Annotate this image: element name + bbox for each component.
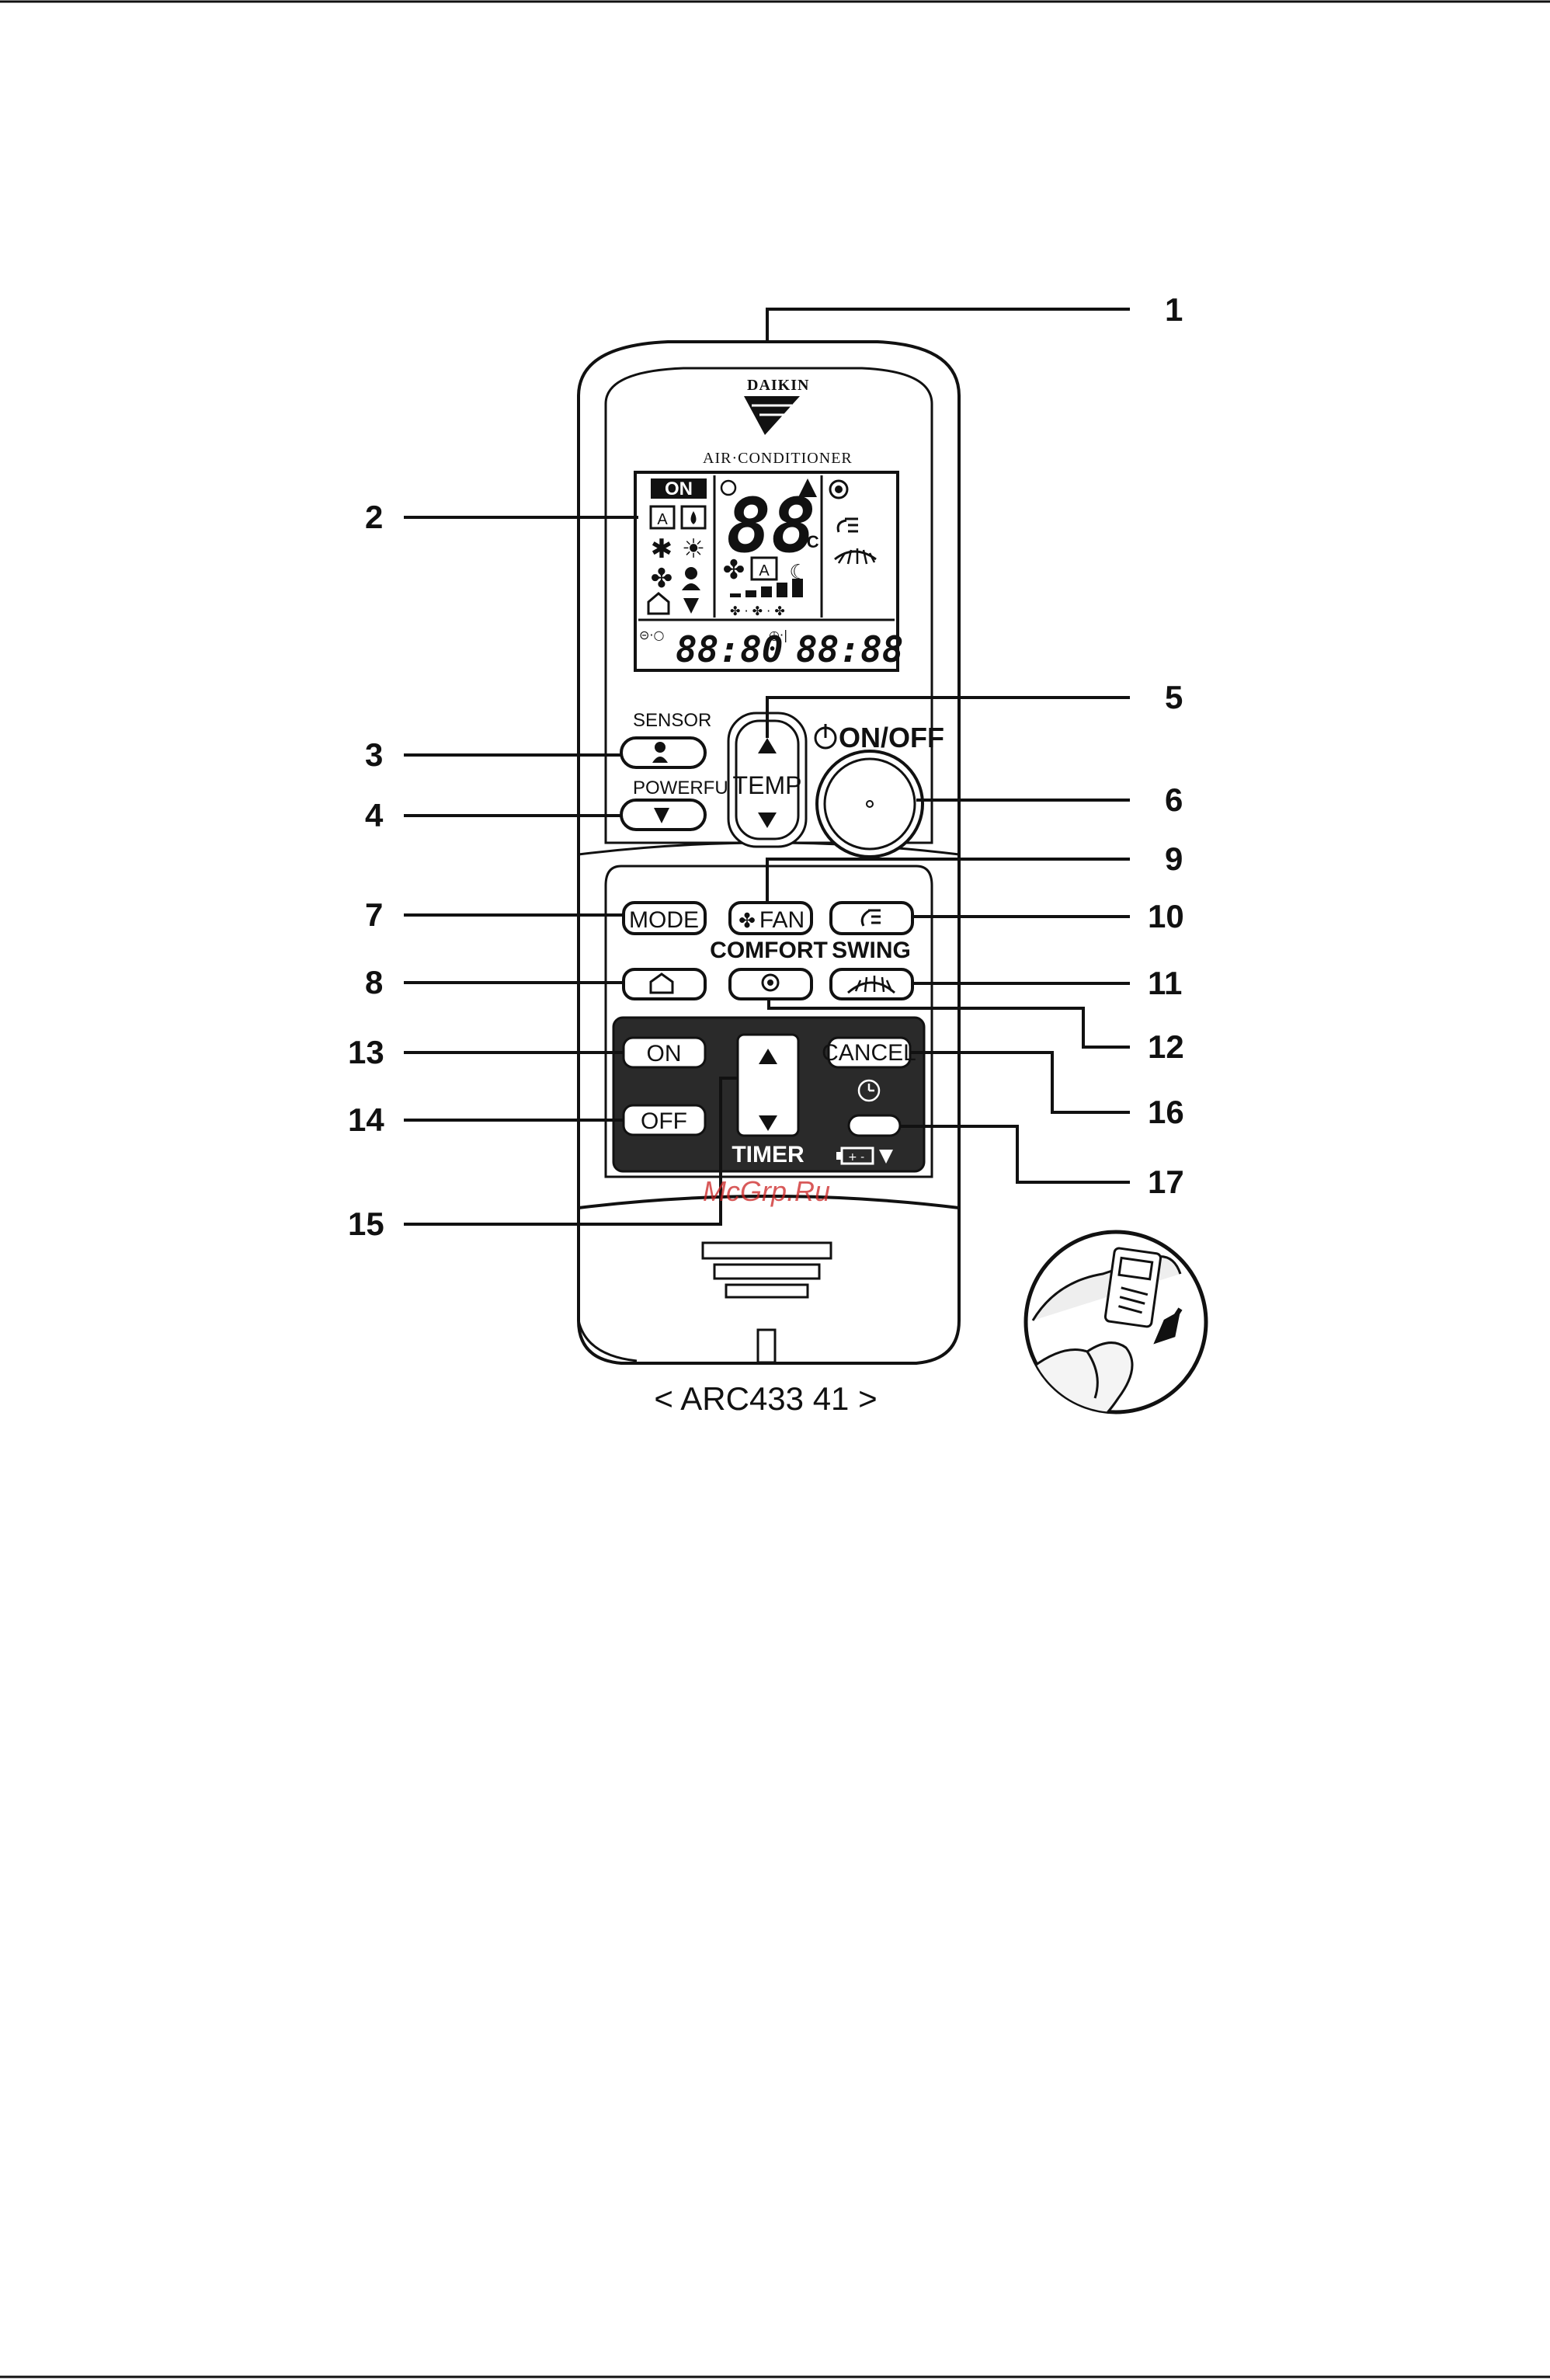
powerful-button[interactable] — [621, 800, 705, 830]
model-label: < ARC433 41 > — [654, 1380, 877, 1417]
lcd-on-text: ON — [665, 478, 693, 499]
cancel-button[interactable]: CANCEL — [822, 1038, 916, 1067]
callout-15: 15 — [348, 1206, 384, 1242]
sensor-label: SENSOR — [633, 710, 711, 731]
callout-11: 11 — [1148, 965, 1182, 1001]
sensor-icon — [655, 742, 666, 753]
fan-level-icons: ✤ · ✤ · ✤ — [730, 604, 785, 618]
fan-label: FAN — [759, 907, 805, 933]
temp-label: TEMP — [733, 771, 802, 799]
clock-set-button[interactable] — [849, 1115, 900, 1136]
lcd-timer-on-digits: 88:80 — [676, 628, 783, 670]
logo-text: DAIKIN — [747, 377, 809, 394]
timer-on-button[interactable]: ON — [624, 1038, 705, 1067]
sun-icon: ☀ — [682, 534, 705, 565]
snowflake-icon: ✱ — [651, 534, 673, 565]
cancel-label: CANCEL — [822, 1040, 916, 1066]
svg-text:A: A — [657, 511, 668, 528]
callout-14: 14 — [348, 1101, 384, 1138]
onoff-label: ON/OFF — [839, 722, 944, 753]
fan-icon: ✤ — [651, 563, 673, 594]
swing-button[interactable] — [831, 969, 912, 999]
vertical-swing-button[interactable] — [831, 903, 912, 934]
callout-7: 7 — [365, 896, 383, 933]
fan-speed-icon: ✤ — [723, 555, 745, 586]
callout-5: 5 — [1165, 679, 1183, 715]
callout-1: 1 — [1165, 291, 1183, 328]
sensor-person-icon — [685, 567, 697, 579]
timer-on-label: ON — [647, 1041, 682, 1066]
econo-home-button[interactable] — [624, 969, 705, 999]
sensor-button[interactable] — [621, 738, 705, 767]
timer-off-button[interactable]: OFF — [624, 1105, 705, 1135]
callout-4: 4 — [365, 797, 384, 833]
callout-17: 17 — [1148, 1164, 1184, 1200]
callout-2: 2 — [365, 499, 383, 535]
callout-16: 16 — [1148, 1094, 1184, 1130]
callout-8: 8 — [365, 964, 383, 1000]
callout-13: 13 — [348, 1034, 384, 1070]
callout-9: 9 — [1165, 840, 1183, 877]
powerful-label: POWERFUL — [633, 778, 739, 799]
svg-text:A: A — [759, 562, 770, 579]
lcd-display: ON A ✱ ☀ ✤ 88 °C ✤ A ☾ ✤ · ✤ · ✤ — [635, 472, 903, 670]
swing-label: SWING — [832, 938, 911, 963]
mode-button[interactable]: MODE — [624, 903, 705, 934]
callout-12: 12 — [1148, 1028, 1184, 1065]
timer-rocker[interactable] — [738, 1035, 798, 1136]
comfort-button[interactable] — [730, 969, 811, 999]
product-label: AIR·CONDITIONER — [703, 450, 853, 467]
lcd-timer-off-digits: 88:88 — [796, 628, 903, 670]
timer-off-label: OFF — [641, 1108, 687, 1134]
onoff-button[interactable] — [817, 751, 923, 857]
cover-opening-inset — [1026, 1227, 1206, 1429]
svg-text:+ -: + - — [848, 1151, 864, 1164]
timer-on-indicator-icon: ⊝·○ — [639, 628, 664, 642]
timer-off-indicator-icon: ◴·| — [769, 628, 787, 642]
callout-3: 3 — [365, 736, 383, 773]
lcd-temp-unit: °C — [800, 532, 819, 552]
watermark-text: McGrp.Ru — [703, 1175, 830, 1207]
fan-button[interactable]: ✤ FAN — [730, 903, 811, 934]
fan-button-icon: ✤ — [739, 910, 756, 933]
comfort-label: COMFORT — [710, 938, 828, 963]
timer-label: TIMER — [732, 1142, 805, 1167]
mode-label: MODE — [629, 907, 699, 933]
callout-10: 10 — [1148, 898, 1184, 934]
callout-6: 6 — [1165, 781, 1183, 818]
